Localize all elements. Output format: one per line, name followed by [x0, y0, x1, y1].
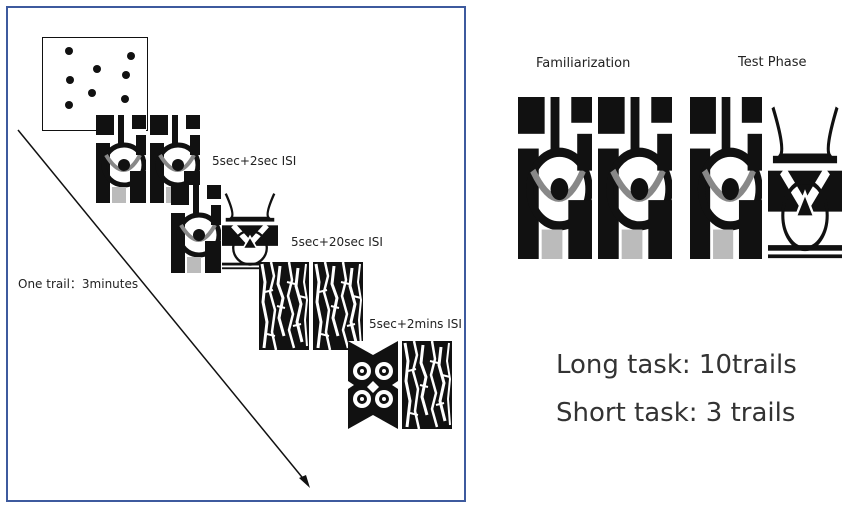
noise-stimulus-3: [402, 340, 452, 430]
test-phase-label: Test Phase: [738, 55, 807, 70]
procedure-panel: [6, 6, 466, 502]
isi-label-1: 5sec+2sec ISI: [212, 154, 297, 168]
trial-duration-label: One trail：3minutes: [18, 277, 139, 291]
stimulus-a-1: [96, 115, 146, 203]
timeline-arrow: [17, 129, 310, 488]
test-stimulus-familiar: [690, 97, 762, 259]
test-stimulus-novel: [768, 100, 842, 260]
noise-stimulus-1: [259, 260, 309, 352]
long-task-label: Long task: 10trails: [556, 350, 797, 380]
familiarization-label: Familiarization: [536, 56, 631, 71]
short-task-label: Short task: 3 trails: [556, 398, 796, 428]
isi-label-3: 5sec+2mins ISI: [369, 317, 462, 331]
noise-stimulus-2: [313, 260, 363, 352]
stimulus-a-3: [171, 185, 221, 273]
symmetric-stimulus: [348, 340, 398, 430]
familiarization-stimulus-1: [518, 97, 592, 259]
familiarization-stimulus-2: [598, 97, 672, 259]
isi-label-2: 5sec+20sec ISI: [291, 235, 383, 249]
